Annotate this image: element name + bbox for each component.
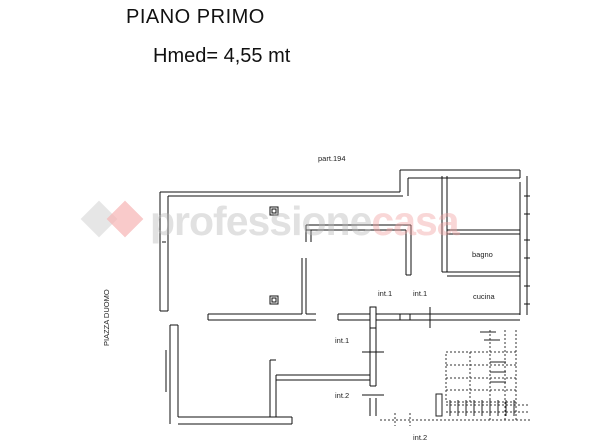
watermark-text-1: professione (150, 198, 372, 244)
internal-label: int.1 (413, 289, 427, 298)
outer-wall-left (159, 192, 179, 424)
average-height-label: Hmed= 4,55 mt (153, 45, 291, 67)
corridor-wall (337, 306, 520, 329)
outer-wall-right (441, 176, 528, 315)
parcel-label: part.194 (318, 154, 346, 163)
street-label: PIAZZA DUOMO (102, 289, 111, 346)
plan-title: PIANO PRIMO (126, 6, 265, 28)
outer-wall-bottom (178, 416, 293, 425)
room-label-bagno: bagno (472, 250, 493, 259)
watermark-logo-icon (80, 200, 144, 238)
internal-label: int.2 (413, 433, 427, 442)
outer-wall-top (160, 169, 521, 197)
interior-walls (207, 188, 520, 417)
facade-details (524, 195, 530, 305)
column-markers (269, 206, 279, 305)
stair-wall (362, 328, 384, 416)
internal-label: int.1 (378, 289, 392, 298)
watermark: professionecasa (150, 198, 460, 245)
watermark-text-2: casa (371, 198, 459, 244)
internal-label: int.2 (335, 391, 349, 400)
internal-label: int.1 (335, 336, 349, 345)
room-label-cucina: cucina (473, 292, 496, 301)
dashed-stair-area (380, 330, 530, 426)
stair-steps (435, 331, 515, 417)
